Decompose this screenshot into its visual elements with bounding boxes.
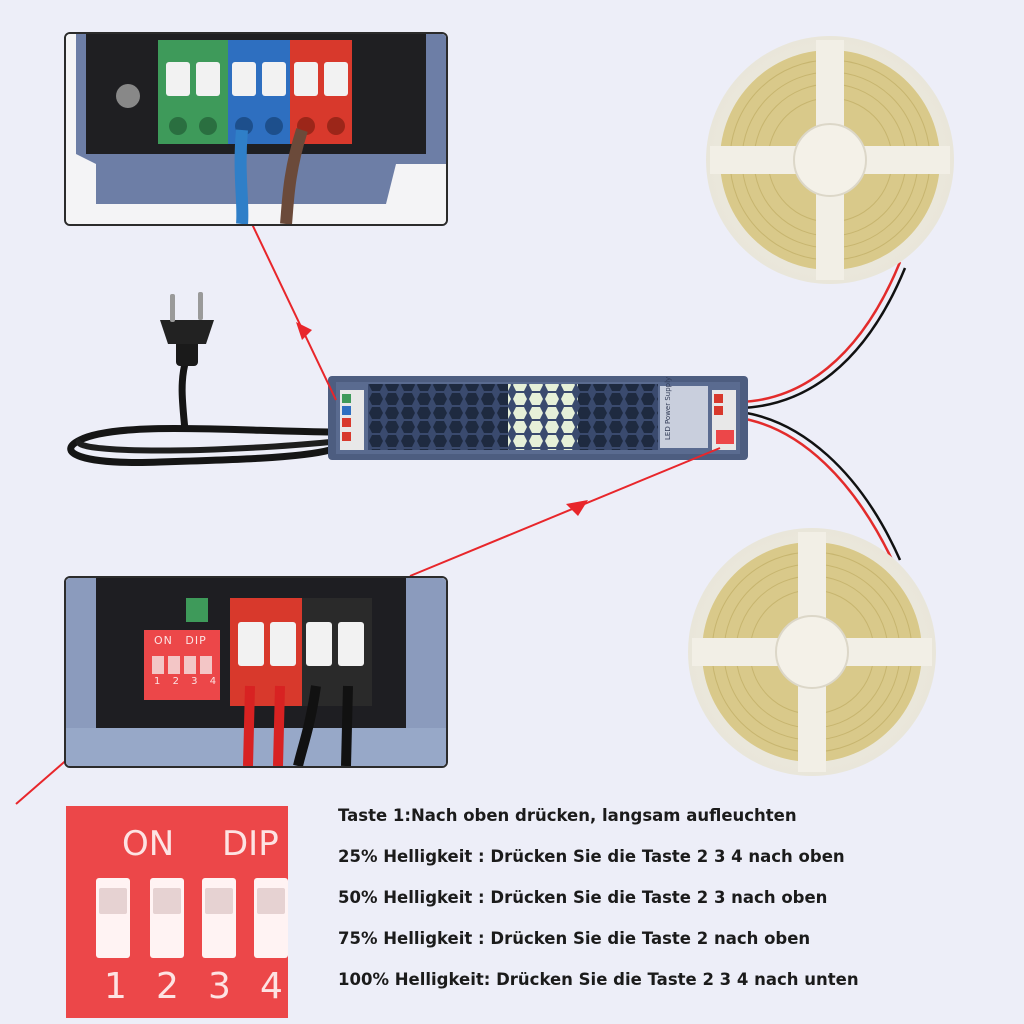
dip-switch-3[interactable] (202, 878, 236, 958)
inset-dip-number-2: 2 (172, 676, 179, 687)
dip-switch-2[interactable] (150, 878, 184, 958)
dip-number-2: 2 (156, 966, 179, 1007)
instruction-line-4: 75% Helligkeit : Drücken Sie die Taste 2… (338, 929, 811, 948)
instruction-line-1: Taste 1:Nach oben drücken, langsam aufle… (338, 806, 797, 825)
dip-number-3: 3 (208, 966, 231, 1007)
led-strip-reel-top (706, 36, 954, 284)
inset-dip-label-row: ON DIP (154, 634, 207, 647)
inset-dip-number-4: 4 (209, 676, 217, 687)
dip-number-1: 1 (104, 966, 127, 1007)
led-power-supply (328, 376, 748, 460)
dc-terminal-illustration (66, 578, 446, 766)
inset-dip-numbers: 1 2 3 4 (154, 676, 216, 687)
dip-switch-1[interactable] (96, 878, 130, 958)
dip-number-4: 4 (260, 966, 283, 1007)
dip-switch-4[interactable] (254, 878, 288, 958)
dip-instructions: Taste 1:Nach oben drücken, langsam aufle… (338, 804, 978, 1009)
instruction-line-2: 25% Helligkeit : Drücken Sie die Taste 2… (338, 847, 845, 866)
output-cables (739, 261, 907, 567)
inset-dip-number-1: 1 (154, 676, 161, 687)
inset-on-label: ON (154, 634, 173, 647)
dip-dip-label: DIP (222, 824, 279, 864)
ac-terminal-illustration (66, 34, 446, 224)
ac-input-terminal-inset (64, 32, 448, 226)
inset-dip-number-3: 3 (191, 676, 198, 687)
mains-plug-cable (67, 292, 336, 466)
dc-output-terminal-inset: ON DIP 1 2 3 4 (64, 576, 448, 768)
power-supply-label: LED Power Supply (664, 377, 672, 440)
inset-dip-label: DIP (185, 634, 207, 647)
instruction-line-5: 100% Helligkeit: Drücken Sie die Taste 2… (338, 970, 859, 989)
dip-on-label: ON (122, 824, 175, 864)
dip-switch-closeup: ON DIP 1 2 3 4 (66, 806, 288, 1018)
instruction-line-3: 50% Helligkeit : Drücken Sie die Taste 2… (338, 888, 828, 907)
euro-plug-icon (160, 292, 214, 366)
led-strip-reel-bottom (688, 528, 936, 776)
